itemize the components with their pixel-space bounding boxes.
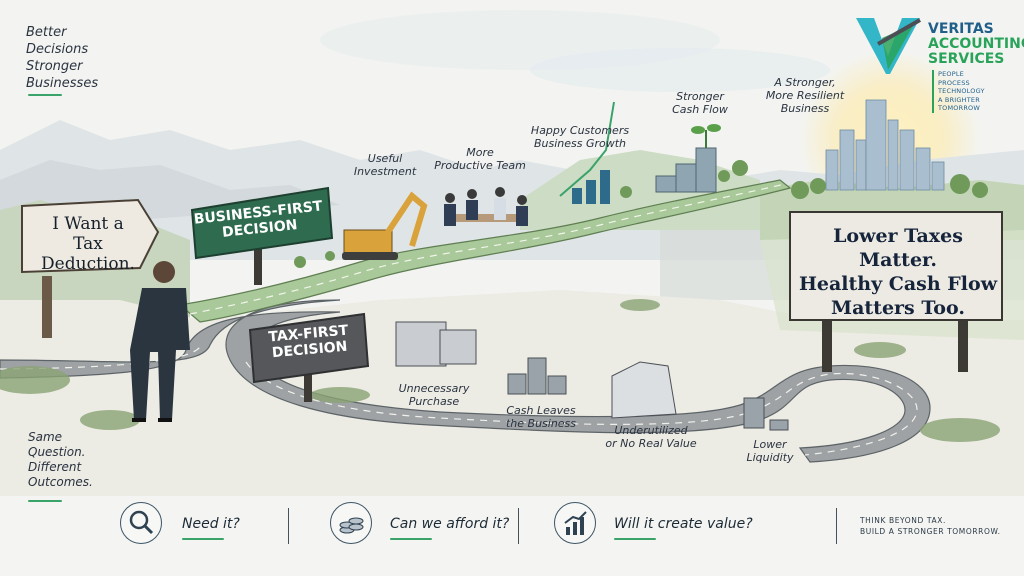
side-note: Same Question. Different Outcomes.: [28, 430, 108, 490]
useful-investment-label: Useful Investment: [350, 152, 420, 178]
coin-stack-small-illustration: [743, 397, 789, 431]
lower-liquidity-label: Lower Liquidity: [730, 438, 810, 464]
label-line: Investment: [353, 165, 417, 178]
coins-plant-illustration: [655, 124, 721, 193]
label-line: More Resilient: [765, 89, 845, 102]
tax-sign-shape: [248, 312, 370, 402]
label-line: Productive Team: [434, 159, 526, 172]
excavator-illustration: [342, 191, 428, 260]
sign-line: Matters Too.: [831, 297, 965, 319]
veritas-logo: VERITAS ACCOUNTING SERVICES PEOPLE PROCE…: [852, 14, 1024, 114]
magnifier-icon: [120, 502, 162, 544]
tagline-line: Better: [26, 25, 67, 40]
divider: [836, 508, 837, 544]
tagline-line: Stronger: [26, 59, 83, 74]
lower-taxes-sign-shape: [789, 211, 1003, 372]
label-line: Stronger: [676, 90, 724, 103]
side-note-underline: [28, 500, 62, 502]
label-line: Business Growth: [533, 137, 627, 150]
side-note-line: Question.: [28, 445, 86, 459]
lower-taxes-sign: Lower Taxes Matter. Healthy Cash Flow Ma…: [796, 224, 1000, 320]
meeting-illustration: [444, 187, 528, 226]
sign-line: Tax Deduction.: [41, 234, 135, 274]
covered-equipment-illustration: [611, 361, 677, 419]
businessman-figure: [130, 261, 190, 422]
tax-deduction-sign: I Want a Tax Deduction.: [28, 214, 148, 274]
coin-stacks-illustration: [507, 357, 567, 395]
question-underline: [390, 538, 432, 540]
productive-team-label: More Productive Team: [430, 146, 530, 172]
question-underline: [614, 538, 656, 540]
logo-name: VERITAS ACCOUNTING SERVICES: [928, 21, 1024, 67]
divider: [288, 508, 289, 544]
business-sign-shape: [190, 186, 334, 285]
logo-tag-line: A BRIGHTER TOMORROW: [938, 95, 980, 113]
label-line: Happy Customers: [530, 124, 630, 137]
logo-tag-line: TECHNOLOGY: [938, 87, 985, 95]
happy-customers-label: Happy Customers Business Growth: [530, 124, 630, 150]
side-note-line: Different: [28, 460, 82, 474]
stronger-cash-flow-label: Stronger Cash Flow: [660, 90, 740, 116]
side-note-line: Outcomes.: [28, 475, 93, 489]
sign-line: I Want a: [52, 214, 124, 234]
side-note-line: Same: [28, 430, 63, 444]
label-line: the Business: [505, 417, 577, 430]
label-line: or No Real Value: [605, 437, 697, 450]
sign-line: Healthy Cash Flow: [798, 273, 998, 295]
divider: [518, 508, 519, 544]
logo-name-line: VERITAS: [928, 21, 994, 37]
arrow-sign-shape: [21, 198, 160, 338]
growth-chart-icon: [554, 502, 596, 544]
label-line: Cash Flow: [672, 103, 728, 116]
tagline: Better Decisions Stronger Businesses: [26, 24, 136, 92]
question-create-value: Will it create value?: [614, 516, 753, 532]
label-line: Unnecessary: [398, 382, 470, 395]
tagline-line: Decisions: [26, 42, 89, 57]
tagline-underline: [28, 94, 62, 96]
closing-line: BUILD A STRONGER TOMORROW.: [860, 527, 1001, 536]
cash-leaves-label: Cash Leaves the Business: [496, 404, 586, 430]
question-underline: [182, 538, 224, 540]
label-line: A Stronger,: [774, 76, 836, 89]
closing-message: THINK BEYOND TAX. BUILD A STRONGER TOMOR…: [860, 515, 1001, 537]
logo-name-line: SERVICES: [928, 51, 1005, 67]
label-line: More: [466, 146, 494, 159]
logo-tag-line: PEOPLE: [938, 70, 964, 78]
label-line: Cash Leaves: [506, 404, 576, 417]
label-line: Business: [780, 102, 830, 115]
label-line: Useful: [367, 152, 403, 165]
logo-tag-line: PROCESS: [938, 78, 970, 87]
question-afford-it: Can we afford it?: [390, 516, 510, 532]
sign-line: Lower Taxes Matter.: [833, 225, 963, 271]
growth-bars-illustration: [559, 101, 615, 204]
question-need-it: Need it?: [182, 516, 240, 532]
unnecessary-purchase-label: Unnecessary Purchase: [394, 382, 474, 408]
label-line: Liquidity: [746, 451, 794, 464]
resilient-business-label: A Stronger, More Resilient Business: [760, 76, 850, 115]
coins-icon: [330, 502, 372, 544]
tagline-line: Businesses: [26, 76, 99, 91]
machinery-illustration: [395, 321, 477, 367]
v-mark-icon: [856, 18, 921, 74]
underutilized-label: Underutilized or No Real Value: [596, 424, 706, 450]
logo-name-line: ACCOUNTING: [928, 36, 1024, 52]
closing-line: THINK BEYOND TAX.: [860, 516, 946, 525]
label-line: Lower: [753, 438, 787, 451]
logo-tagline: PEOPLE PROCESS TECHNOLOGY A BRIGHTER TOM…: [932, 70, 1020, 113]
label-line: Purchase: [408, 395, 460, 408]
label-line: Underutilized: [614, 424, 688, 437]
